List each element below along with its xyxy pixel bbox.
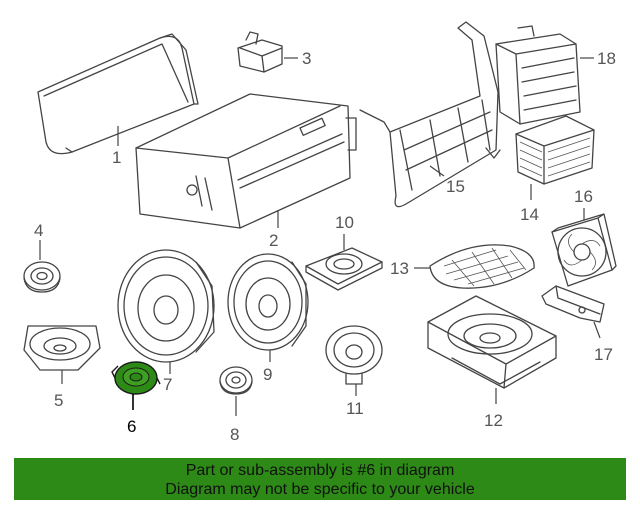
callout-12: 12 [484,411,503,430]
callout-10: 10 [335,213,354,232]
part-info-banner: Part or sub-assembly is #6 in diagram Di… [14,458,626,500]
part-16-fan[interactable] [551,213,617,287]
callout-5: 5 [54,391,63,410]
callout-15: 15 [446,177,465,196]
banner-line-2: Diagram may not be specific to your vehi… [165,481,475,498]
leader-line-17 [593,321,601,339]
banner-line-1: Part or sub-assembly is #6 in diagram [185,462,455,479]
part-1-display-screen[interactable] [37,33,199,155]
part-3-bracket[interactable] [237,31,283,73]
part-12-subwoofer[interactable] [427,295,557,389]
exploded-parts-diagram: 1 2 3 15 18 [23,21,617,444]
callout-6: 6 [127,417,136,436]
part-5-midrange-speaker[interactable] [23,325,101,371]
part-14-heatsink-module[interactable] [515,115,595,185]
callout-11: 11 [346,399,364,418]
part-6-tweeter-highlighted[interactable] [111,361,161,395]
part-2-head-unit[interactable] [135,93,357,229]
callout-8: 8 [230,425,239,444]
part-15-mounting-frame[interactable] [359,21,501,208]
callout-16: 16 [574,187,593,206]
callout-3: 3 [302,49,311,68]
callout-13: 13 [390,259,409,278]
part-17-bracket[interactable] [541,285,605,323]
part-11-midrange-speaker[interactable] [325,325,383,385]
part-13-speaker-grille[interactable] [429,244,535,289]
callout-7: 7 [163,375,172,394]
part-18-amplifier[interactable] [495,25,581,125]
part-4-tweeter[interactable] [23,261,61,293]
leader-line-15 [429,165,445,177]
callout-14: 14 [520,205,539,224]
part-7-woofer[interactable] [117,249,215,363]
part-8-tweeter[interactable] [219,366,253,395]
callout-1: 1 [112,148,121,167]
callout-9: 9 [263,365,272,384]
callout-4: 4 [34,221,43,240]
callout-17: 17 [594,345,613,364]
callout-2: 2 [269,231,278,250]
callout-18: 18 [597,49,616,68]
part-9-woofer[interactable] [227,253,309,351]
part-10-tweeter-assembly[interactable] [305,247,383,291]
